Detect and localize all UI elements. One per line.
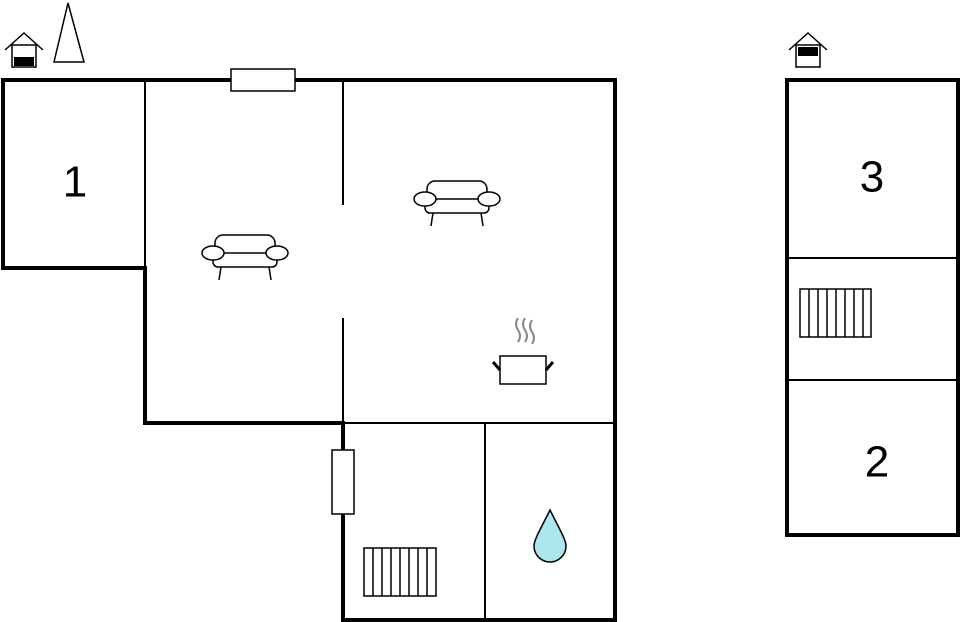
radiator-icon [363,547,437,597]
north-arrow-icon [53,2,85,63]
water-drop-icon [533,508,567,563]
room-number-2: 2 [865,438,889,487]
main-floor-interior-walls [144,80,615,620]
upper-floor-walls [785,78,960,537]
radiator-icon [799,288,872,338]
window-icon [230,68,296,92]
room-number-3: 3 [860,153,884,202]
sofa-icon [413,180,501,227]
entrance-house-icon-upper [788,31,828,68]
room-number-1: 1 [63,158,87,207]
sofa-icon [201,234,289,281]
cooking-pot-icon [491,317,555,385]
main-floor-walls [1,78,617,622]
entrance-house-icon-main [4,31,44,68]
window-icon [331,449,355,515]
